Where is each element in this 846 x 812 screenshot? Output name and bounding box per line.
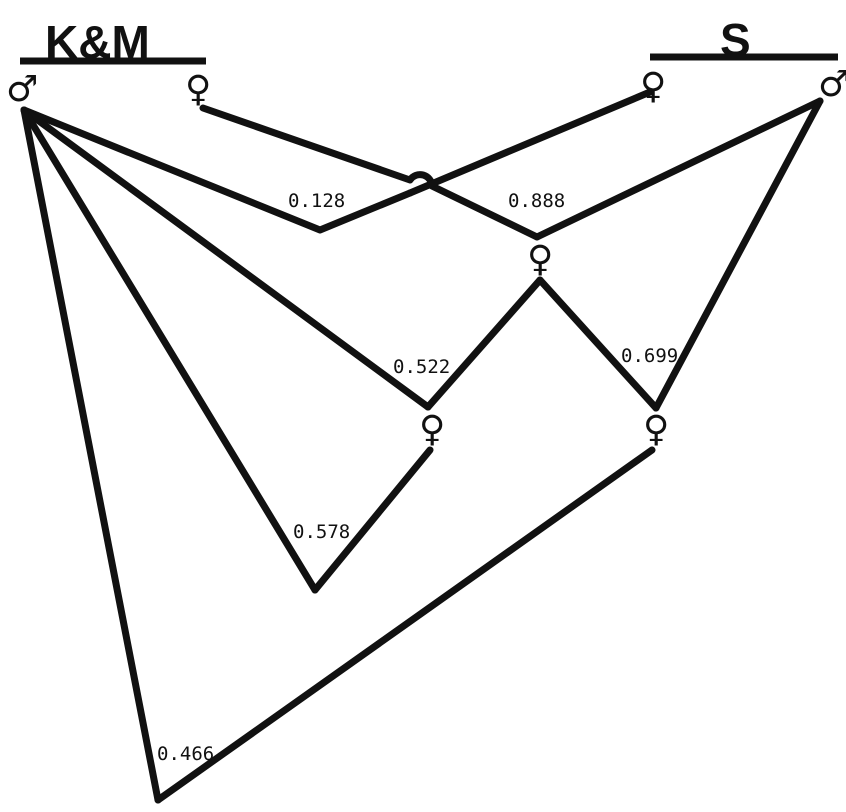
male-symbol-left: ♂ [6, 69, 38, 110]
female-symbol-left: ♀ [185, 69, 211, 110]
female-symbol-center: ♀ [527, 239, 553, 280]
label-0699: 0.699 [621, 345, 678, 367]
label-0578: 0.578 [293, 521, 350, 543]
edge-to-node-0466 [20, 106, 162, 804]
label-0888: 0.888 [508, 190, 565, 212]
label-0128: 0.128 [288, 190, 345, 212]
male-symbol-right: ♂ [818, 64, 846, 105]
edge-right-female-to-node-0128 [406, 88, 654, 197]
label-0466: 0.466 [157, 743, 214, 765]
label-0522: 0.522 [393, 356, 450, 378]
edge-left-female-to-center [199, 104, 541, 241]
edge-center-to-node-0522 [424, 276, 544, 411]
edge-right-male-to-node-0699 [652, 97, 824, 412]
edge-node-0522-to-node-0578 [311, 446, 434, 594]
female-symbol-node-0522: ♀ [419, 409, 445, 450]
female-symbol-right: ♀ [640, 66, 666, 107]
edge-center-to-node-0699 [536, 276, 660, 412]
edge-to-node-0578 [20, 106, 319, 594]
edge-node-0699-to-node-0466 [154, 446, 656, 804]
female-symbol-node-0699: ♀ [643, 409, 669, 450]
edge-to-node-0128 [20, 106, 414, 234]
edge-right-male-to-center [533, 97, 824, 241]
edge-to-node-0522 [20, 106, 432, 411]
